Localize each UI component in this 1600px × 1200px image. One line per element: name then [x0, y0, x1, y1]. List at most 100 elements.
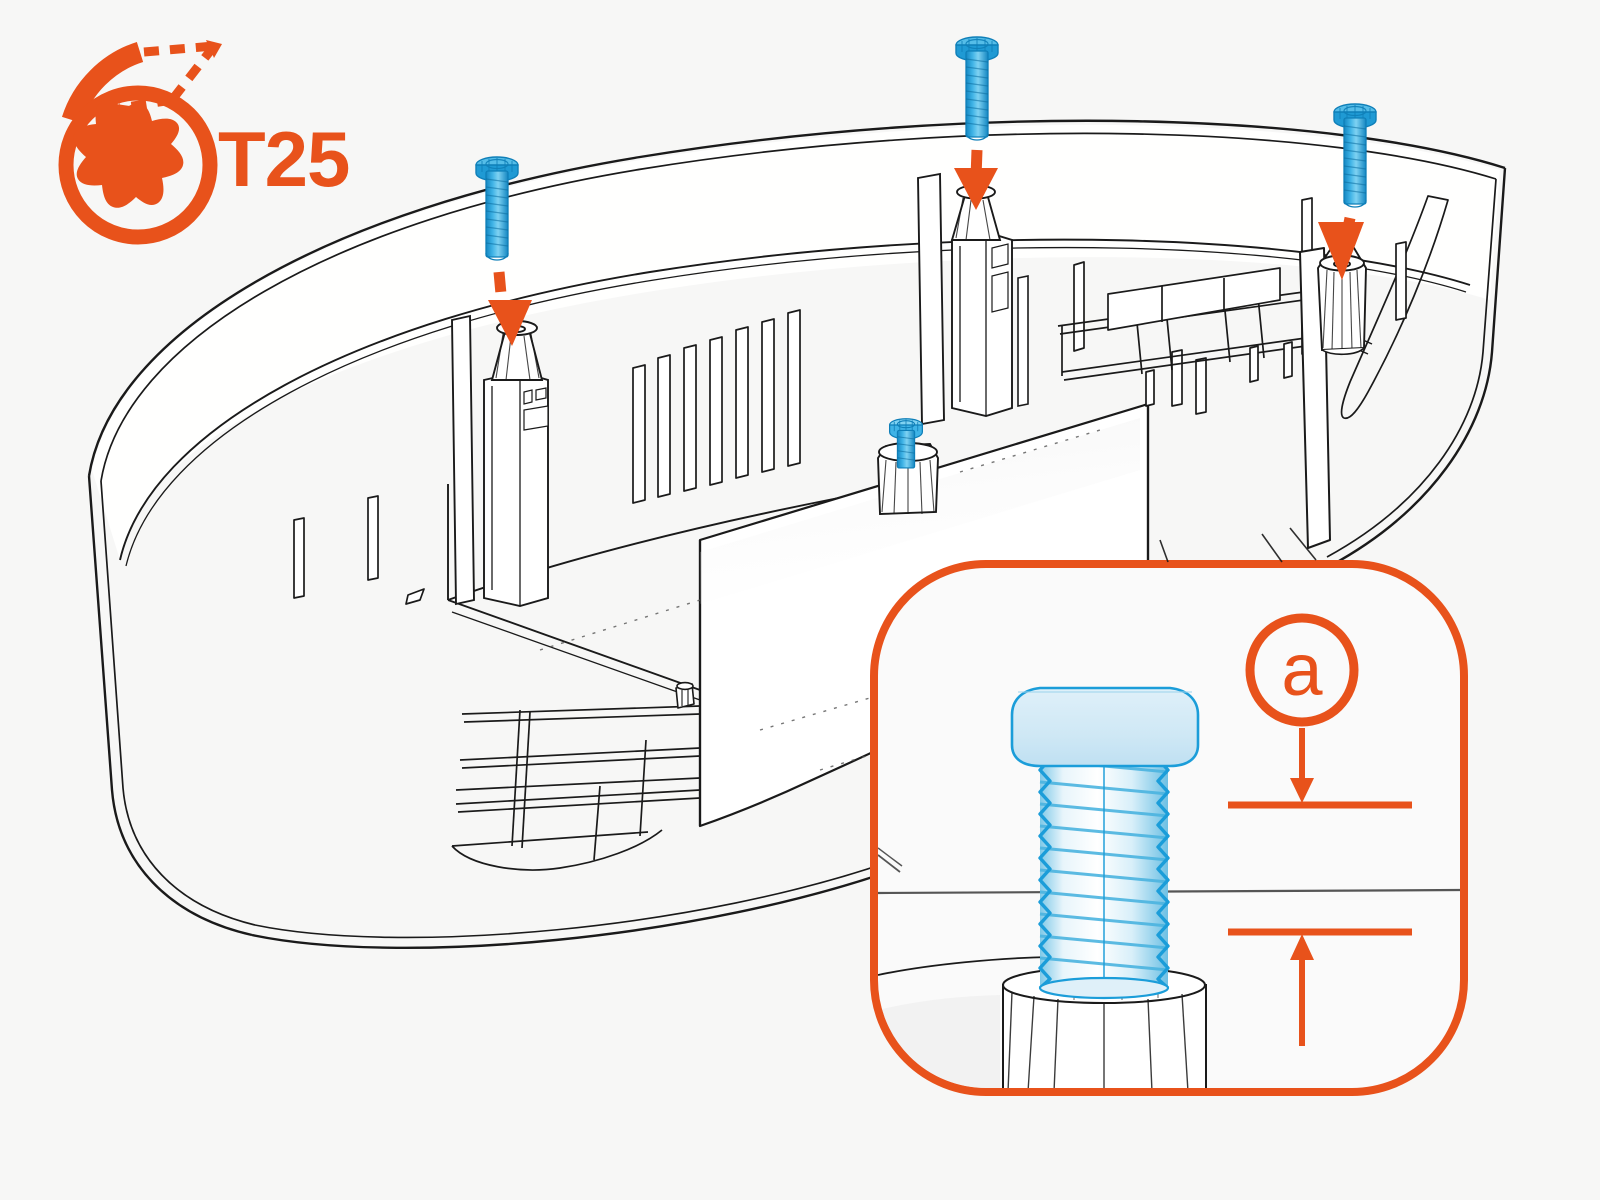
- grid-fin-2: [1249, 345, 1259, 383]
- boss-right-rib-5: [1356, 269, 1362, 349]
- grid-wall-a: [1107, 267, 1281, 331]
- boss-left-window-b: [523, 389, 533, 405]
- boss-seated-rib-4: [919, 461, 923, 515]
- fin-6: [761, 318, 775, 473]
- left-fin-small: [405, 588, 425, 605]
- fin-3: [683, 344, 697, 492]
- boss-left-rib-4: [530, 333, 540, 379]
- fin-array: [632, 309, 801, 504]
- screw-seated: [888, 418, 924, 469]
- floor-rail-3b: [457, 797, 701, 813]
- boss-left-window-a: [535, 387, 547, 401]
- fin-2: [657, 354, 671, 498]
- boss-center-side-fin: [1017, 275, 1029, 407]
- boss-center-backplate: [917, 172, 945, 426]
- detail-surface-line-left: [878, 854, 901, 873]
- detail-view-a: [870, 560, 1468, 1096]
- floor-rail-3: [455, 789, 701, 805]
- dimension-arrowhead-upper: [1290, 778, 1314, 803]
- detail-letter-circle: [1245, 613, 1359, 727]
- dotted-construction-lines: [539, 429, 1101, 771]
- dimension-arrowhead-lower: [1290, 934, 1314, 960]
- grid-long-rail-2: [1061, 335, 1321, 373]
- left-fin-1: [293, 517, 305, 599]
- detail-boss-ledge: [878, 956, 1051, 976]
- wall-outer-left: [87, 475, 253, 937]
- floor-rail-2b: [461, 755, 701, 769]
- boss-center-window-a: [991, 243, 1009, 269]
- tool-size-label: T25: [218, 115, 350, 203]
- right-fin-2: [1395, 241, 1407, 321]
- right-grid-structure: [1057, 267, 1321, 407]
- floor-rail-4: [451, 831, 649, 847]
- arrow-center: [954, 149, 998, 210]
- boss-seated-rib-5: [929, 459, 935, 513]
- floor-cross-1: [511, 709, 521, 847]
- torx-star: [73, 99, 184, 208]
- boss-right-rib-2: [1331, 271, 1335, 351]
- boss-right-bottom: [1321, 347, 1365, 356]
- right-fin-4: [1195, 357, 1207, 415]
- floor-rail-1b: [463, 713, 701, 723]
- wall-bottom-front: [251, 864, 906, 950]
- floor-cross-2: [593, 785, 601, 861]
- torx-ring: [58, 85, 218, 245]
- arrow-right: [1318, 216, 1364, 280]
- floor-diagonal-edge-b: [451, 611, 701, 701]
- fin-7: [787, 309, 801, 467]
- boss-seated-rib-1: [881, 459, 887, 513]
- boss-center-rib-1: [955, 197, 964, 239]
- fin-1: [632, 364, 646, 504]
- boss-center-rib-2: [965, 199, 972, 241]
- grid-long-rail-2b: [1063, 343, 1321, 381]
- ledge-knob: [675, 681, 695, 709]
- floor-cross-1b: [521, 711, 531, 849]
- boss-right-rib-1: [1322, 269, 1328, 349]
- rotation-arc: [61, 41, 144, 124]
- rim-fill: [92, 124, 1500, 560]
- floor-rail-mid: [455, 777, 701, 791]
- floor-grid-bottom-curve: [451, 829, 663, 871]
- detail-screw-head: [1010, 686, 1200, 768]
- grid-fin-1: [1145, 369, 1155, 407]
- floor-diagonal-edge: [447, 599, 701, 691]
- torx-t25-tool-icon: [58, 40, 222, 245]
- boss-left-backplate: [451, 314, 475, 606]
- boss-center: [917, 172, 1029, 426]
- left-fin-group: [293, 495, 425, 605]
- floor-cross-3: [639, 739, 647, 837]
- boss-center-rib-3: [982, 199, 991, 241]
- floor-rail-2: [459, 747, 701, 761]
- wall-inner-left: [100, 480, 256, 926]
- right-wall-lip: [1340, 195, 1449, 420]
- right-fin-1: [1073, 261, 1085, 352]
- cavity-rim-far: [119, 238, 1471, 561]
- floor-grid-structure: [451, 705, 701, 871]
- boss-right-rib-4: [1349, 271, 1353, 351]
- wall-inner-right: [1326, 178, 1497, 558]
- floor-rail-1: [461, 705, 701, 715]
- boss-seated-rib-2: [893, 461, 897, 515]
- left-fin-2: [367, 495, 379, 581]
- rim-outer-top: [87, 119, 1506, 477]
- boss-left-rib-2: [505, 335, 512, 381]
- boss-left-rib-3: [523, 335, 531, 381]
- cavity-rim-far-inner: [125, 246, 1467, 567]
- detail-screw-thread: [1038, 745, 1170, 1000]
- boss-left-window-c: [523, 405, 549, 431]
- boss-left-rib-1: [495, 333, 504, 379]
- wall-outer-right: [1329, 167, 1507, 568]
- grid-fin-3: [1283, 341, 1293, 379]
- detail-letter-label: a: [1281, 628, 1323, 711]
- right-fin-3: [1171, 349, 1183, 407]
- wall-bottom-front-inner: [254, 857, 901, 939]
- rotation-arrowhead: [206, 40, 222, 58]
- fin-5: [735, 326, 749, 479]
- arrow-left: [488, 271, 532, 346]
- detail-surface-line-left-b: [878, 847, 903, 867]
- fin-4: [709, 336, 723, 486]
- boss-left: [451, 314, 549, 607]
- boss-center-window-b: [991, 271, 1009, 313]
